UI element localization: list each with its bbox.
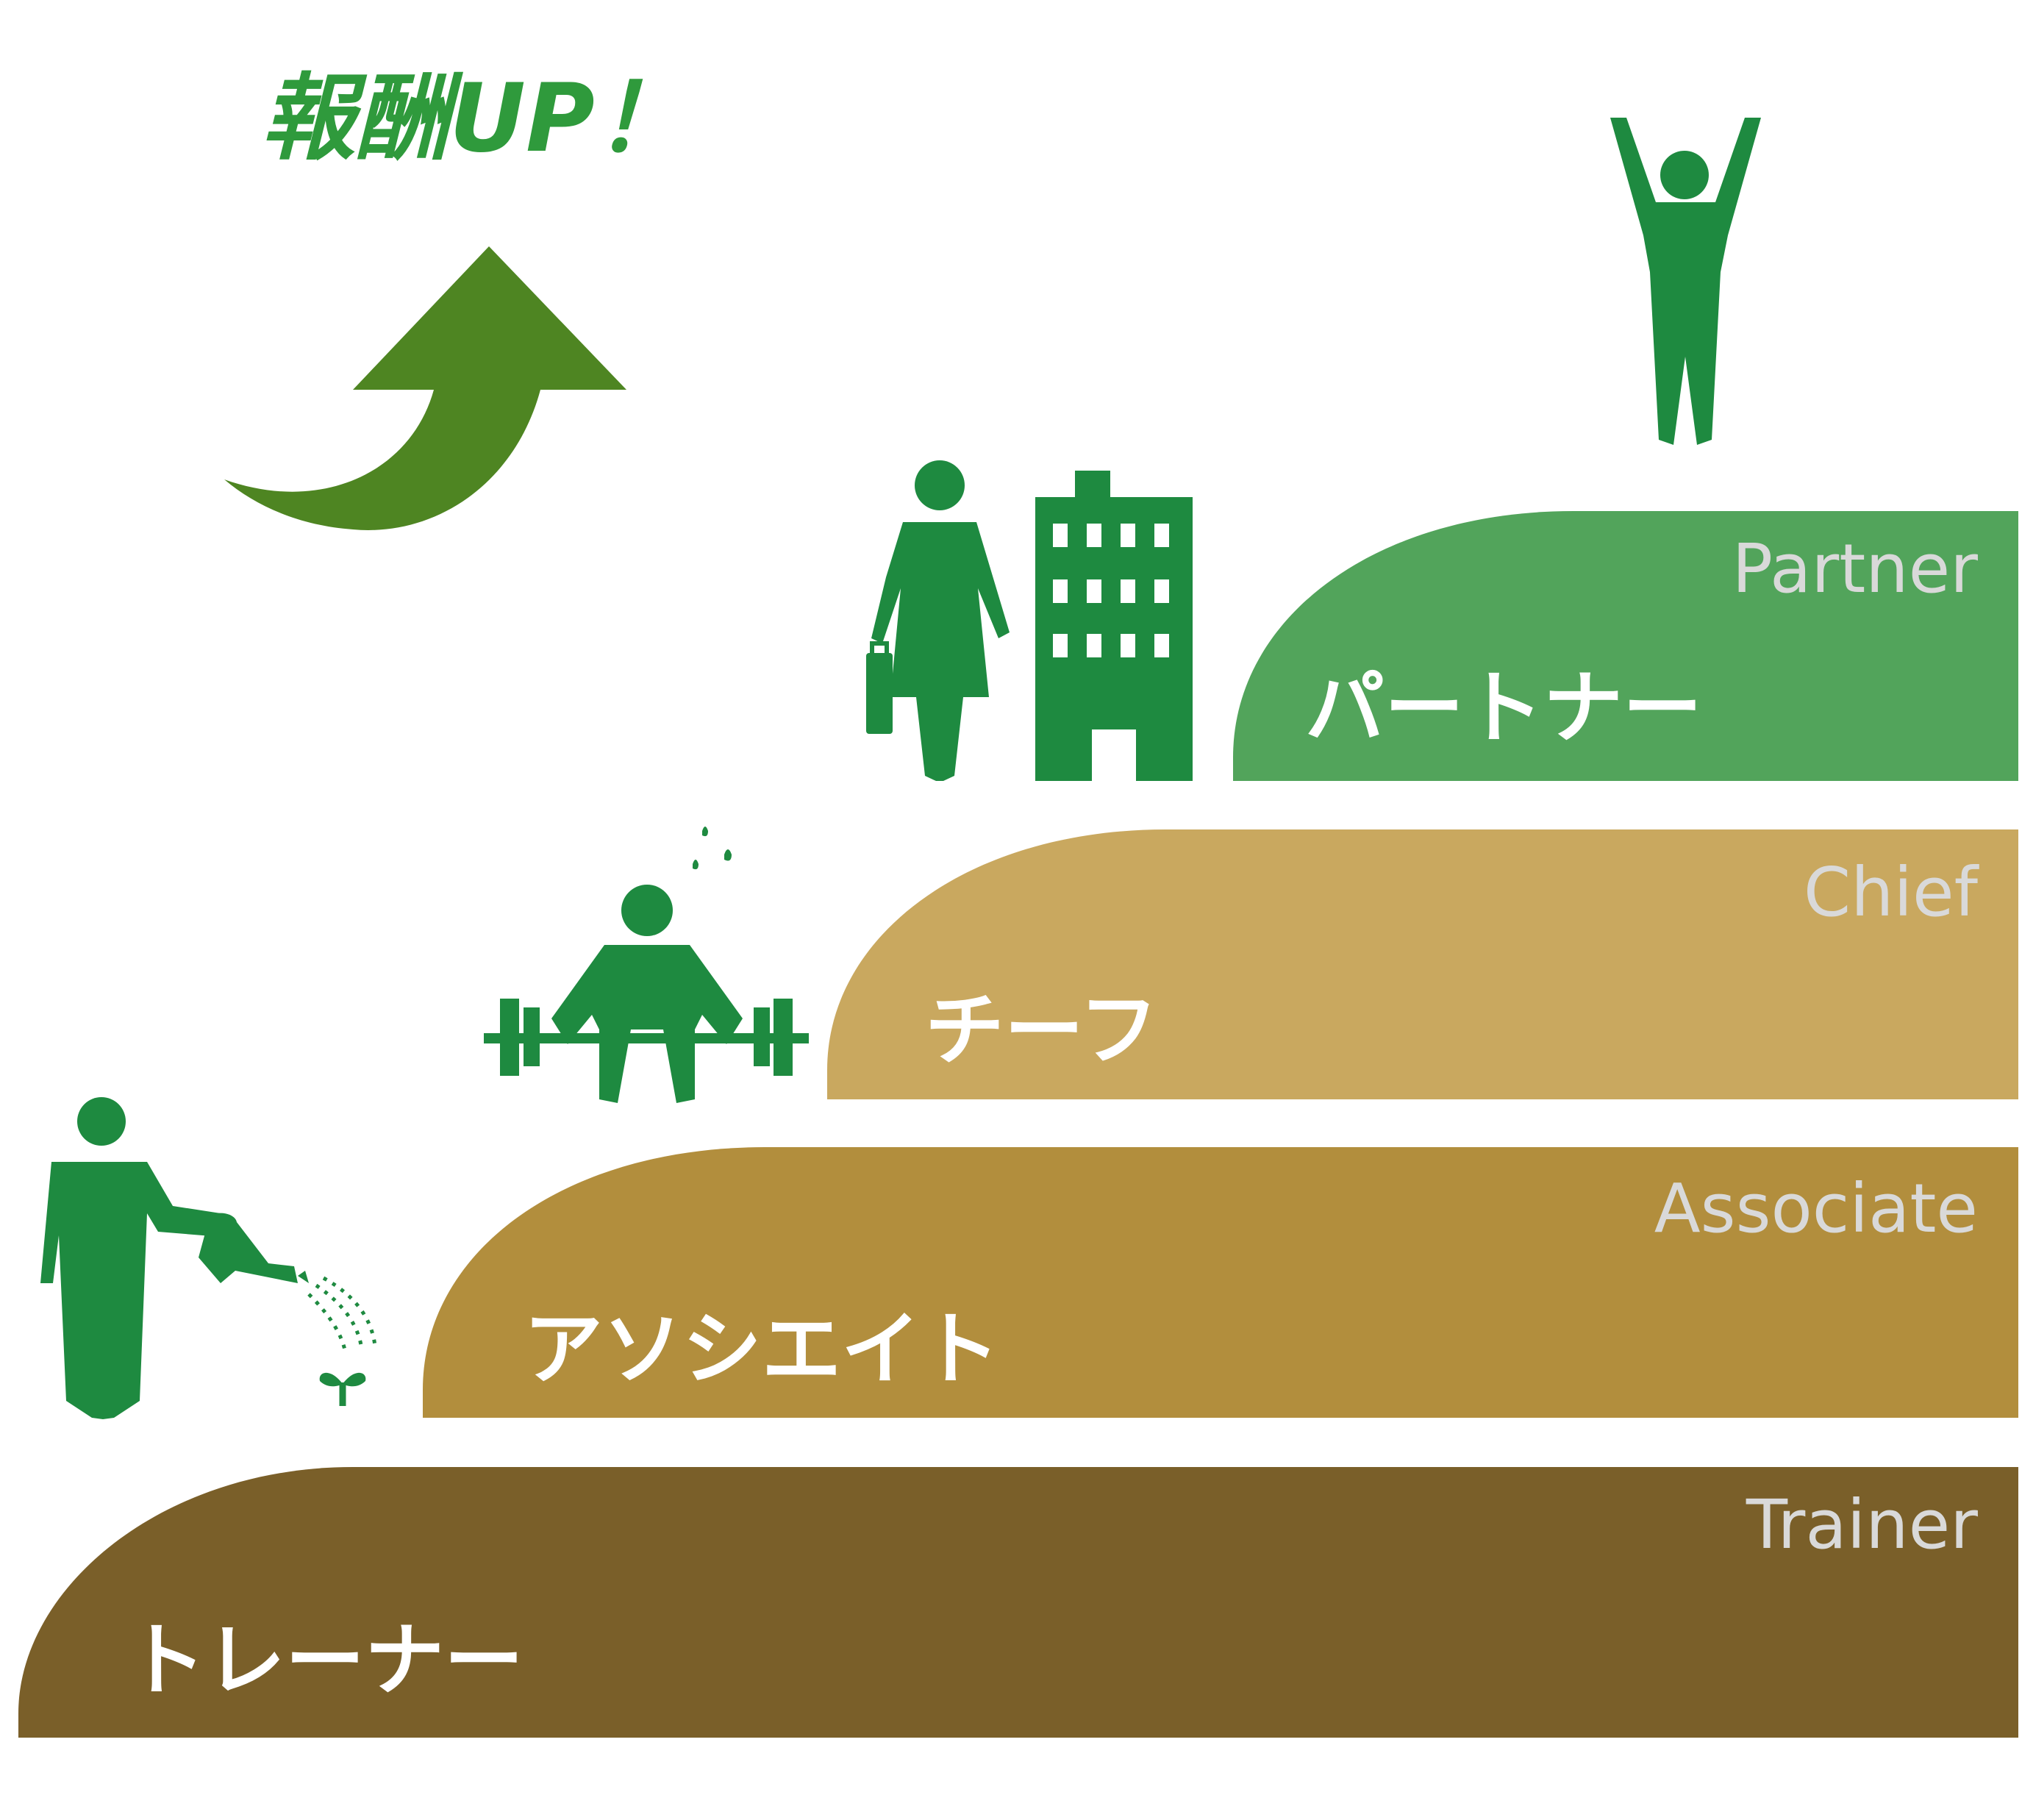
step-band-associate: [423, 1147, 2018, 1418]
step-associate: アソシエイト Associate: [423, 1147, 2018, 1418]
person-lifting-barbell-icon: [484, 827, 809, 1103]
step-label-en-trainer: Trainer: [1746, 1485, 1978, 1564]
step-label-en-partner: Partner: [1732, 529, 1979, 608]
person-watering-sprout-icon: [40, 1097, 377, 1419]
step-label-ja-chief: チーフ: [925, 985, 1159, 1077]
step-chief: チーフ Chief: [827, 829, 2018, 1099]
step-label-ja-partner: パートナー: [1305, 663, 1702, 754]
step-trainer: トレーナー Trainer: [18, 1467, 2018, 1738]
step-band-partner: [1233, 511, 2018, 781]
step-label-ja-trainer: トレーナー: [126, 1615, 524, 1707]
person-raising-arms-icon: [1610, 118, 1761, 445]
step-band-trainer: [18, 1467, 2018, 1738]
step-partner: パートナー Partner: [1233, 511, 2018, 781]
headline-reward-up: 報酬UP！: [261, 64, 689, 174]
curved-up-arrow-icon: [224, 246, 626, 530]
step-label-en-chief: Chief: [1804, 853, 1980, 932]
step-label-ja-associate: アソシエイト: [524, 1304, 1000, 1396]
step-label-en-associate: Associate: [1654, 1169, 1978, 1248]
step-band-chief: [827, 829, 2018, 1099]
businesswoman-with-building-icon: [866, 460, 1193, 781]
